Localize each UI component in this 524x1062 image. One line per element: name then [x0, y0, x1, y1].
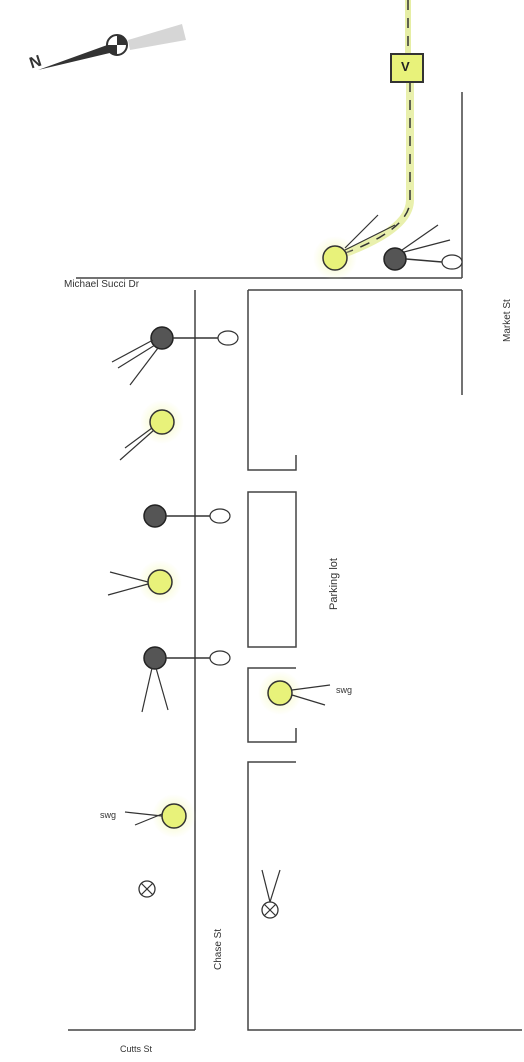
street-label-chase: Chase St	[213, 928, 224, 970]
street-label-michael-succi: Michael Succi Dr	[64, 279, 140, 290]
street-label-market: Market St	[502, 299, 513, 342]
swg-label-parking: swg	[336, 685, 353, 695]
unknown-fixture-1	[138, 880, 156, 898]
proposed-pole-4	[124, 794, 196, 838]
conduit-route	[338, 0, 414, 259]
street-label-cutts: Cutts St	[120, 1044, 153, 1054]
unknown-fixture-2	[261, 869, 281, 919]
existing-pole-4	[141, 646, 231, 713]
proposed-pole-1	[313, 214, 396, 280]
proposed-pole-3	[107, 560, 182, 604]
existing-pole-2	[111, 326, 239, 386]
parking-lot-label: Parking lot	[328, 558, 340, 610]
vault-box	[390, 53, 424, 83]
proposed-pole-5	[258, 671, 331, 715]
swg-label-left: swg	[100, 810, 117, 820]
existing-pole-1	[383, 224, 463, 271]
vault-label: V	[401, 59, 410, 74]
curb-lines	[68, 92, 522, 1031]
existing-pole-3	[143, 504, 231, 528]
proposed-pole-2	[119, 400, 184, 461]
compass-icon	[38, 24, 186, 70]
